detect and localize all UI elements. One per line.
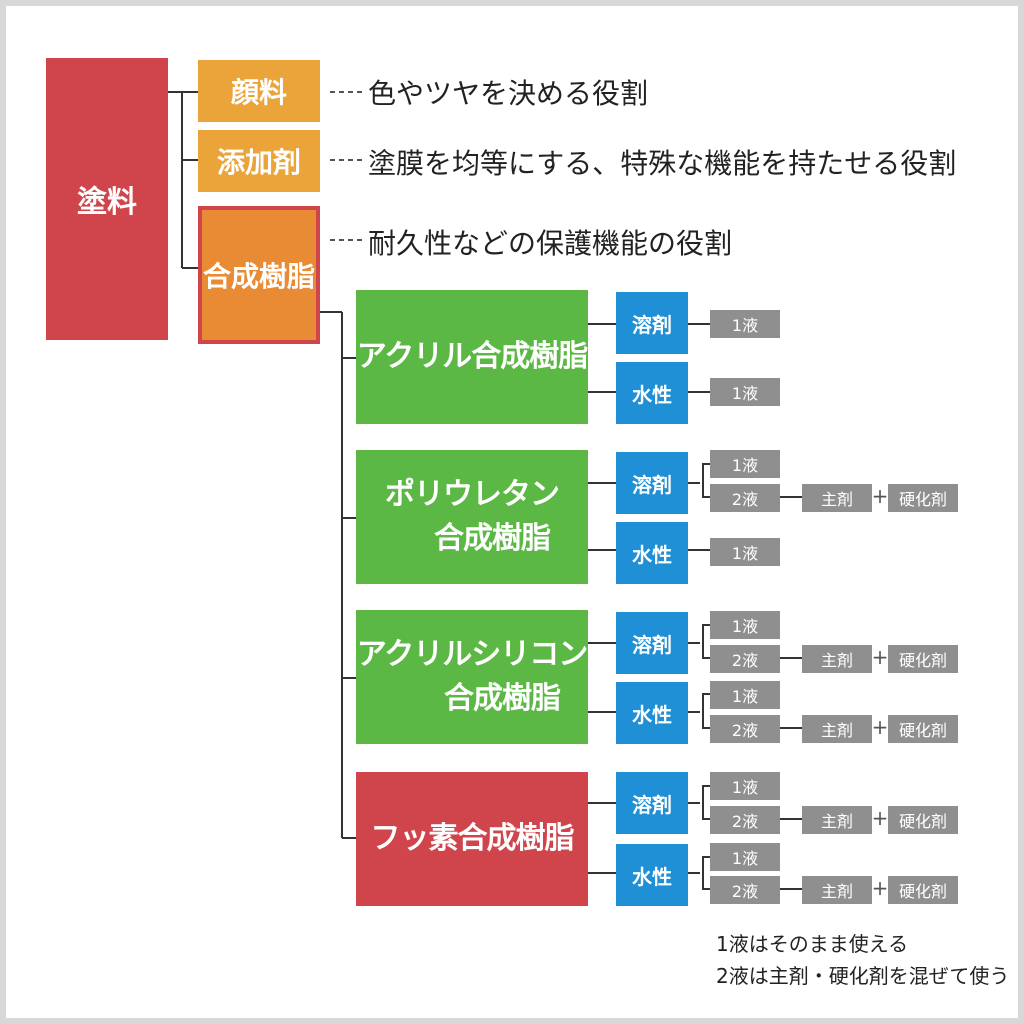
- resin3-solvent-main-agent: 主剤: [802, 645, 872, 673]
- resin3-water-hardener: 硬化剤: [888, 715, 958, 743]
- resin-description: 耐久性などの保護機能の役割: [368, 227, 733, 260]
- resin4-solvent-two-part: 2液: [710, 806, 780, 834]
- resin-polyurethane-line1: ポリウレタン: [385, 477, 560, 512]
- resin2-hardener: 硬化剤: [888, 484, 958, 512]
- resin-acrylic-silicone-line1: アクリルシリコン: [356, 637, 588, 672]
- resin2-main-agent: 主剤: [802, 484, 872, 512]
- component-additive: 添加剤: [198, 130, 320, 192]
- resin3-water-plus: +: [871, 715, 889, 739]
- resin2-plus: +: [871, 484, 889, 508]
- resin4-solvent-hardener: 硬化剤: [888, 806, 958, 834]
- resin4-water-main-agent: 主剤: [802, 876, 872, 904]
- resin4-solvent-plus: +: [871, 806, 889, 830]
- resin1-solvent-one-part: 1液: [710, 310, 780, 338]
- resin2-water: 水性: [616, 522, 688, 584]
- resin2-solvent-two-part: 2液: [710, 484, 780, 512]
- resin-fluorine-line1: フッ素合成樹脂: [370, 821, 575, 856]
- resin4-solvent-one-part: 1液: [710, 772, 780, 800]
- resin4-water: 水性: [616, 844, 688, 906]
- resin3-solvent-one-part: 1液: [710, 611, 780, 639]
- resin-acrylic-silicone-line2: 合成樹脂: [444, 681, 561, 716]
- resin-polyurethane-line2: 合成樹脂: [434, 521, 551, 556]
- resin3-solvent-plus: +: [871, 645, 889, 669]
- additive-description: 塗膜を均等にする、特殊な機能を持たせる役割: [368, 147, 957, 180]
- resin3-solvent-two-part: 2液: [710, 645, 780, 673]
- resin4-water-two-part: 2液: [710, 876, 780, 904]
- root-node: 塗料: [46, 58, 168, 340]
- component-synthetic-resin: 合成樹脂: [198, 206, 320, 344]
- resin-acrylic-silicone: アクリルシリコン 合成樹脂: [356, 610, 588, 744]
- note-two-part: 2液は主剤・硬化剤を混ぜて使う: [716, 964, 1010, 988]
- resin3-water: 水性: [616, 682, 688, 744]
- resin1-water: 水性: [616, 362, 688, 424]
- resin3-water-main-agent: 主剤: [802, 715, 872, 743]
- resin4-solvent: 溶剤: [616, 772, 688, 834]
- component-pigment: 顔料: [198, 60, 320, 122]
- resin2-water-one-part: 1液: [710, 538, 780, 566]
- resin2-solvent-one-part: 1液: [710, 450, 780, 478]
- resin3-water-two-part: 2液: [710, 715, 780, 743]
- resin4-water-hardener: 硬化剤: [888, 876, 958, 904]
- resin3-solvent: 溶剤: [616, 612, 688, 674]
- resin-polyurethane: ポリウレタン 合成樹脂: [356, 450, 588, 584]
- resin3-solvent-hardener: 硬化剤: [888, 645, 958, 673]
- pigment-description: 色やツヤを決める役割: [368, 77, 649, 110]
- resin-fluorine: フッ素合成樹脂: [356, 772, 588, 906]
- resin4-water-one-part: 1液: [710, 843, 780, 871]
- resin1-water-one-part: 1液: [710, 378, 780, 406]
- resin4-solvent-main-agent: 主剤: [802, 806, 872, 834]
- resin2-solvent: 溶剤: [616, 452, 688, 514]
- resin-acrylic-line1: アクリル合成樹脂: [356, 339, 588, 374]
- resin4-water-plus: +: [871, 876, 889, 900]
- note-one-part: 1液はそのまま使える: [716, 932, 909, 956]
- resin1-solvent: 溶剤: [616, 292, 688, 354]
- resin-acrylic: アクリル合成樹脂: [356, 290, 588, 424]
- resin3-water-one-part: 1液: [710, 681, 780, 709]
